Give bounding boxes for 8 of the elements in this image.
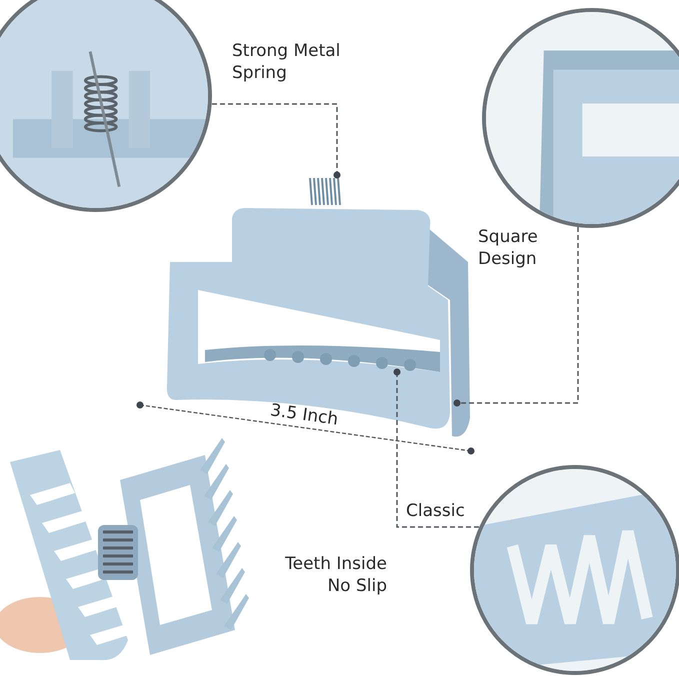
leader-line — [394, 368, 479, 528]
caption-text: Strong Metal Spring — [232, 40, 342, 84]
leader-line — [212, 103, 340, 178]
leader-line — [454, 227, 579, 406]
dimension-label: 3.5 Inch — [268, 399, 340, 431]
caption-text: Square Design — [478, 226, 539, 270]
caption-text: Teeth Inside No Slip — [284, 553, 387, 597]
caption-text: Classic — [406, 500, 466, 522]
